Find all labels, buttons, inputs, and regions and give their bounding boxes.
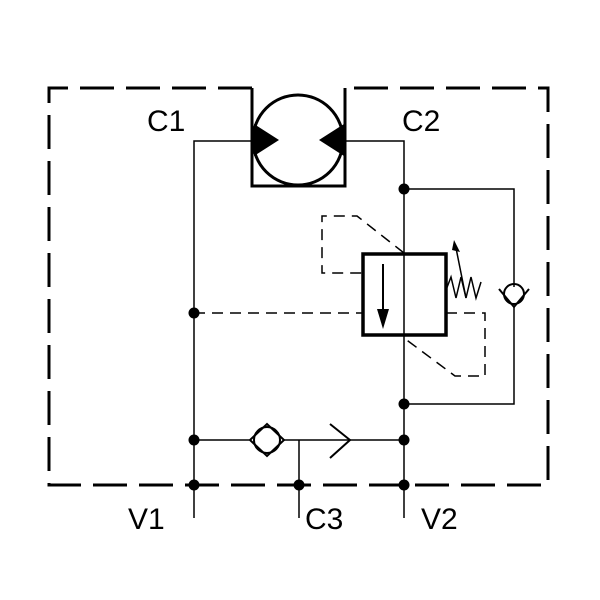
port-label-v2: V2 [421, 503, 458, 536]
flow-chevron [329, 423, 352, 459]
port-label-c3: C3 [305, 503, 343, 536]
main-lines [193, 140, 515, 518]
check-valve-icon [498, 283, 530, 309]
check-valve-icon [249, 422, 286, 458]
adjustable-spring-icon [445, 240, 482, 301]
junction-dots [188, 183, 410, 491]
relief-valve-icon [361, 252, 448, 337]
port-label-c1: C1 [147, 105, 185, 138]
pilot-lines [194, 215, 486, 377]
port-label-v1: V1 [128, 503, 165, 536]
port-label-c2: C2 [402, 105, 440, 138]
hydraulic-motor-icon [251, 93, 345, 187]
